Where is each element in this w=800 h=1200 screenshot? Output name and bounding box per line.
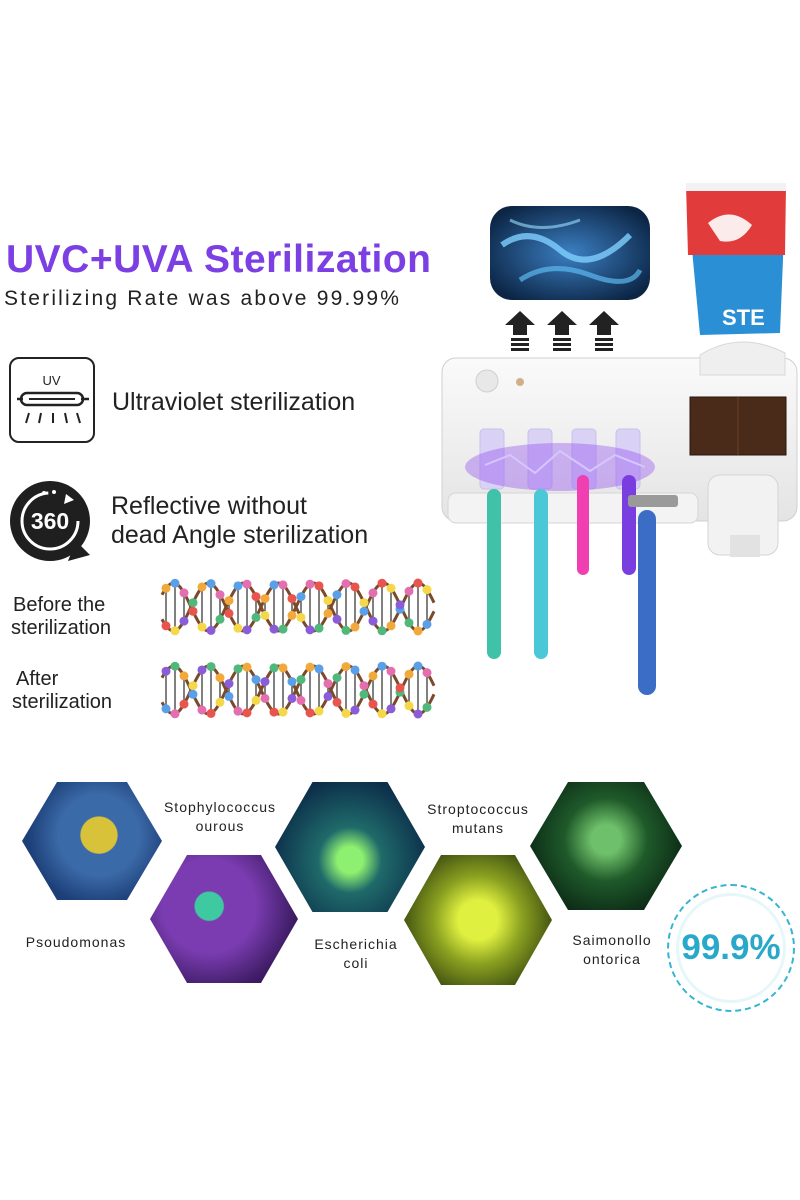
feature-360-label-line1: Reflective without — [111, 492, 307, 520]
bacteria-hex-4 — [404, 855, 552, 985]
dna-before-label-line2: sterilization — [11, 617, 112, 639]
bacteria-label-5-line2: ontorica — [583, 951, 641, 967]
bacteria-label-4-line1: Escherichia — [314, 936, 398, 952]
bacteria-label-1: Stophylococcus ourous — [158, 798, 282, 836]
sterilizer-product-image: STE — [440, 175, 800, 705]
bacteria-hex-3 — [275, 782, 425, 912]
bacteria-label-2: Stroptococcus mutans — [416, 800, 540, 838]
bacteria-hex-1 — [22, 782, 162, 900]
dna-before-image — [160, 578, 436, 636]
sterilization-rate-value: 99.9% — [679, 896, 783, 1000]
toothpaste-label: STE — [722, 305, 765, 330]
dna-before-label-line1: Before the — [13, 594, 106, 616]
dna-after-label-line1: After — [16, 668, 59, 690]
bacteria-label-5: Saimonollo ontorica — [550, 931, 674, 969]
bacteria-label-1-line2: ourous — [195, 818, 245, 834]
bacteria-hex-2 — [150, 855, 298, 983]
rotate-360-text: 360 — [30, 508, 70, 534]
bacteria-label-4-line2: coli — [343, 955, 369, 971]
bacteria-label-3: Psoudomonas — [14, 933, 138, 952]
bacteria-label-2-line2: mutans — [452, 820, 504, 836]
feature-uv-label: Ultraviolet sterilization — [112, 388, 356, 416]
feature-360-label-line2: dead Angle sterilization — [111, 521, 369, 549]
page-title: UVC+UVA Sterilization — [6, 238, 432, 281]
bacteria-label-1-line1: Stophylococcus — [163, 799, 277, 815]
dna-after-image — [160, 661, 436, 719]
page-subtitle: Sterilizing Rate was above 99.99% — [4, 287, 402, 310]
bacteria-label-5-line1: Saimonollo — [572, 932, 652, 948]
bacteria-hex-5 — [530, 782, 682, 910]
uv-icon-label: UV — [42, 373, 61, 388]
bacteria-label-2-line1: Stroptococcus — [427, 801, 529, 817]
rotate-360-icon: 360 — [6, 477, 100, 567]
uv-lamp-icon: UV — [9, 357, 95, 443]
bacteria-label-3-line1: Psoudomonas — [25, 934, 127, 950]
bacteria-label-4: Escherichia coli — [294, 935, 418, 973]
sterilization-rate-badge: 99.9% — [667, 884, 795, 1012]
dna-after-label-line2: sterilization — [12, 691, 113, 713]
